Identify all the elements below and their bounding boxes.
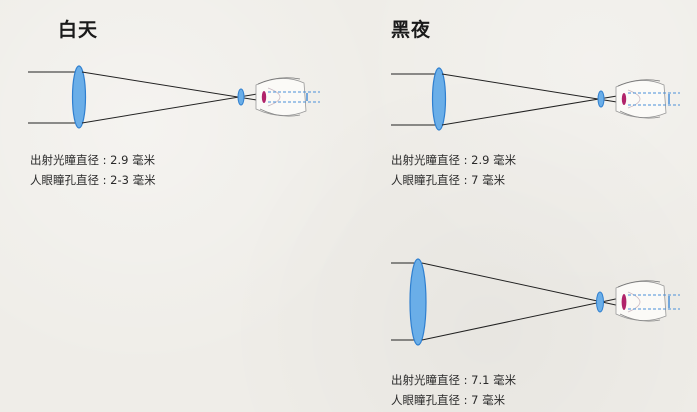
objective-lens [409,258,427,346]
caption-night-large-aperture: 出射光瞳直径 : 7.1 毫米 人眼瞳孔直径 : 7 毫米 [391,370,516,410]
diagram-daytime [28,65,320,129]
eyepiece-lens [596,291,604,313]
panel-heading-night: 黑夜 [391,19,432,41]
converging-ray-top [81,71,264,102]
eye-pupil-diameter-text: 人眼瞳孔直径 : 7 毫米 [391,173,506,187]
exit-pupil-diameter-text: 出射光瞳直径 : 7.1 毫米 [391,373,517,387]
converging-ray-top [441,73,624,104]
converging-ray-bottom [441,94,624,126]
objective-lens [71,65,87,129]
panel-heading-daytime: 白天 [58,19,99,41]
eye-pupil-diameter-text: 人眼瞳孔直径 : 7 毫米 [391,393,506,407]
converging-ray-bottom [81,92,264,124]
eye-icon [615,79,667,119]
caption-night: 出射光瞳直径 : 2.9 毫米 人眼瞳孔直径 : 7 毫米 [391,150,516,190]
converging-ray-bottom [421,296,626,341]
eye-pupil-diameter-text: 人眼瞳孔直径 : 2-3 毫米 [30,173,156,187]
converging-ray-top [421,262,626,308]
diagram-night [391,67,680,131]
objective-lens [431,67,447,131]
eyepiece-lens [237,88,245,106]
eye-icon [255,77,307,117]
exit-pupil-diameter-text: 出射光瞳直径 : 2.9 毫米 [391,153,517,167]
eyepiece-lens [597,90,605,108]
eye-icon [615,280,667,322]
caption-daytime: 出射光瞳直径 : 2.9 毫米 人眼瞳孔直径 : 2-3 毫米 [30,150,156,190]
diagram-night-large-aperture [391,258,680,346]
exit-pupil-diameter-text: 出射光瞳直径 : 2.9 毫米 [30,153,156,167]
